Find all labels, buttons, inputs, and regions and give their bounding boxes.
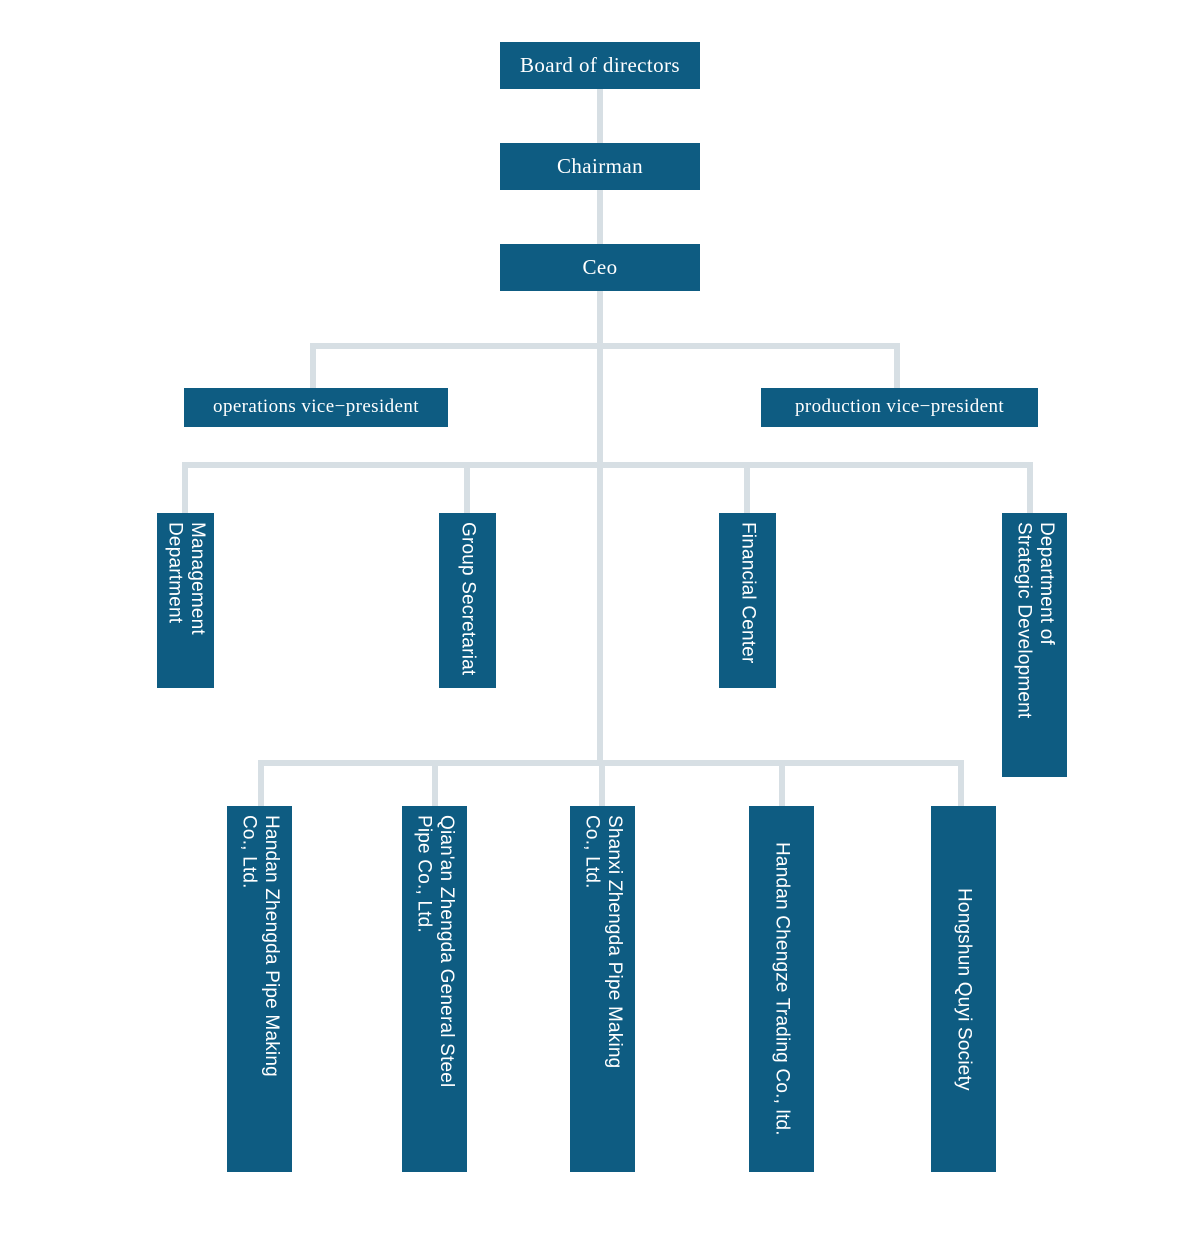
node-handan-chengze-trading[interactable]: Handan Chengze Trading Co., ltd. <box>749 806 814 1172</box>
node-label-handan-zhengda-pipe-making: Handan Zhengda Pipe Making Co., Ltd. <box>238 815 282 1077</box>
node-production-vice-president[interactable]: production vice−president <box>761 388 1038 427</box>
node-group-secretariat[interactable]: Group Secretariat <box>439 513 496 688</box>
connector-bus-subsidiaries <box>258 760 964 766</box>
node-handan-zhengda-pipe-making[interactable]: Handan Zhengda Pipe Making Co., Ltd. <box>227 806 292 1172</box>
node-label-operations-vice-president: operations vice−president <box>213 396 419 418</box>
connector-drop-management-department <box>182 462 188 516</box>
connector-drop-group-secretariat <box>464 462 470 516</box>
connector-bus-departments <box>185 462 1033 468</box>
node-label-shanxi-zhengda-pipe-making: Shanxi Zhengda Pipe Making Co., Ltd. <box>581 815 625 1069</box>
connector-ceo-trunk <box>597 291 603 763</box>
node-department-of-strategic-development[interactable]: Department of Strategic Development <box>1002 513 1067 777</box>
node-operations-vice-president[interactable]: operations vice−president <box>184 388 448 427</box>
node-label-ceo: Ceo <box>582 254 618 279</box>
node-chairman[interactable]: Chairman <box>500 143 700 190</box>
node-label-production-vice-president: production vice−president <box>794 396 1005 418</box>
node-hongshun-quyi-society[interactable]: Hongshun Quyi Society <box>931 806 996 1172</box>
node-qianan-zhengda-general-steel-pipe[interactable]: Qian'an Zhengda General Steel Pipe Co., … <box>402 806 467 1172</box>
connector-drop-shanxi-zhengda <box>599 760 605 808</box>
node-shanxi-zhengda-pipe-making[interactable]: Shanxi Zhengda Pipe Making Co., Ltd. <box>570 806 635 1172</box>
connector-drop-handan-chengze <box>779 760 785 808</box>
node-ceo[interactable]: Ceo <box>500 244 700 291</box>
node-label-hongshun-quyi-society: Hongshun Quyi Society <box>953 887 975 1091</box>
node-board-of-directors[interactable]: Board of directors <box>500 42 700 89</box>
connector-drop-production-vp <box>894 343 900 391</box>
node-management-department[interactable]: Management Department <box>157 513 214 688</box>
connector-drop-handan-zhengda <box>258 760 264 808</box>
node-label-qianan-zhengda-general-steel-pipe: Qian'an Zhengda General Steel Pipe Co., … <box>413 815 457 1088</box>
node-label-chairman: Chairman <box>556 153 643 178</box>
node-financial-center[interactable]: Financial Center <box>719 513 776 688</box>
node-label-department-of-strategic-development: Department of Strategic Development <box>1013 522 1057 719</box>
connector-drop-strategic-development <box>1027 462 1033 516</box>
connector-chairman-to-ceo <box>597 190 603 244</box>
connector-drop-operations-vp <box>310 343 316 391</box>
node-label-board-of-directors: Board of directors <box>520 52 680 77</box>
connector-bus-vice-presidents <box>310 343 900 349</box>
connector-drop-hongshun-quyi <box>958 760 964 808</box>
node-label-group-secretariat: Group Secretariat <box>457 522 479 676</box>
node-label-financial-center: Financial Center <box>737 522 759 664</box>
connector-drop-qianan-zhengda <box>432 760 438 808</box>
node-label-handan-chengze-trading: Handan Chengze Trading Co., ltd. <box>771 842 793 1136</box>
connector-drop-financial-center <box>744 462 750 516</box>
node-label-management-department: Management Department <box>164 522 208 635</box>
connector-board-to-chairman <box>597 89 603 143</box>
